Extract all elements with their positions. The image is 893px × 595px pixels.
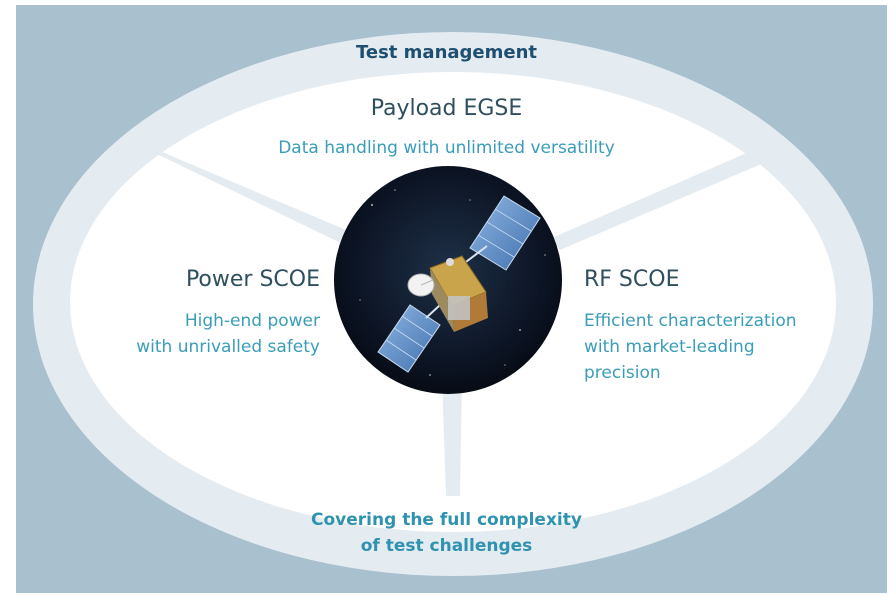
divider-left [128,140,365,250]
rf-scoe-subtitle-line-1: Efficient characterization [584,311,797,331]
rf-scoe-subtitle-line-2: with market-leading [584,337,755,357]
outer-title: Test management [355,42,538,63]
power-scoe-heading: Power SCOE [185,267,320,292]
divider-right [552,140,794,250]
rf-scoe-subtitle-line-3: precision [584,363,661,383]
power-scoe-subtitle-line-2: with unrivalled safety [136,337,320,357]
rf-scoe-heading: RF SCOE [584,267,680,292]
divider-bottom [442,380,462,496]
bottom-caption-line-2: of test challenges [360,536,533,556]
satellite-image [334,166,562,394]
payload-egse-subtitle: Data handling with unlimited versatility [278,138,615,158]
payload-egse-heading: Payload EGSE [370,96,523,121]
power-scoe-subtitle-line-1: High-end power [184,311,320,331]
bottom-caption-line-1: Covering the full complexity [311,510,582,530]
